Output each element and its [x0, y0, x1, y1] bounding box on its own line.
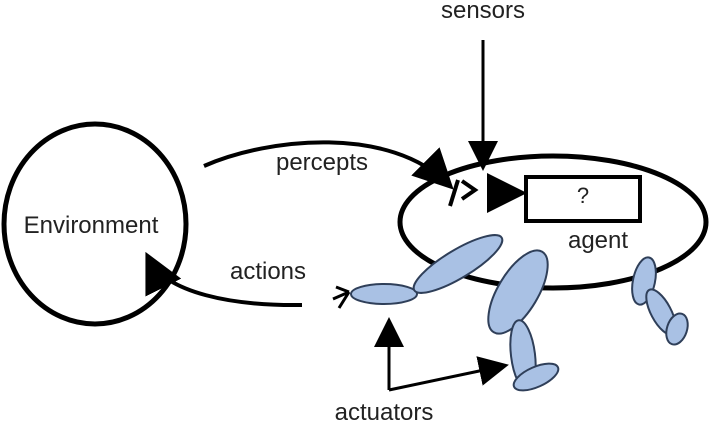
- forearm-actuator: [350, 283, 418, 305]
- actuators-label: actuators: [335, 399, 434, 426]
- percepts-label: percepts: [276, 149, 368, 176]
- unknown-agent-label: ?: [577, 183, 589, 208]
- rear-foot-actuator: [665, 312, 689, 346]
- actuators-arrow-to-leg: [388, 356, 509, 392]
- sensor-stem: [448, 179, 460, 207]
- agent-ellipse: [397, 153, 709, 291]
- upper-arm-actuator: [412, 234, 504, 294]
- agent-label: agent: [568, 227, 628, 254]
- sensors-label: sensors: [441, 0, 525, 24]
- percepts-arrow: [203, 140, 454, 190]
- unknown-agent-box: [524, 175, 642, 223]
- environment-label: Environment: [24, 212, 159, 239]
- hand-icon: [332, 285, 351, 309]
- front-foot-actuator: [512, 362, 560, 392]
- actions-label: actions: [230, 258, 306, 285]
- actions-arrow: [145, 251, 303, 308]
- environment-circle: [1, 121, 189, 327]
- eye-sensor-icon: [460, 179, 479, 201]
- front-thigh-actuator: [487, 249, 549, 335]
